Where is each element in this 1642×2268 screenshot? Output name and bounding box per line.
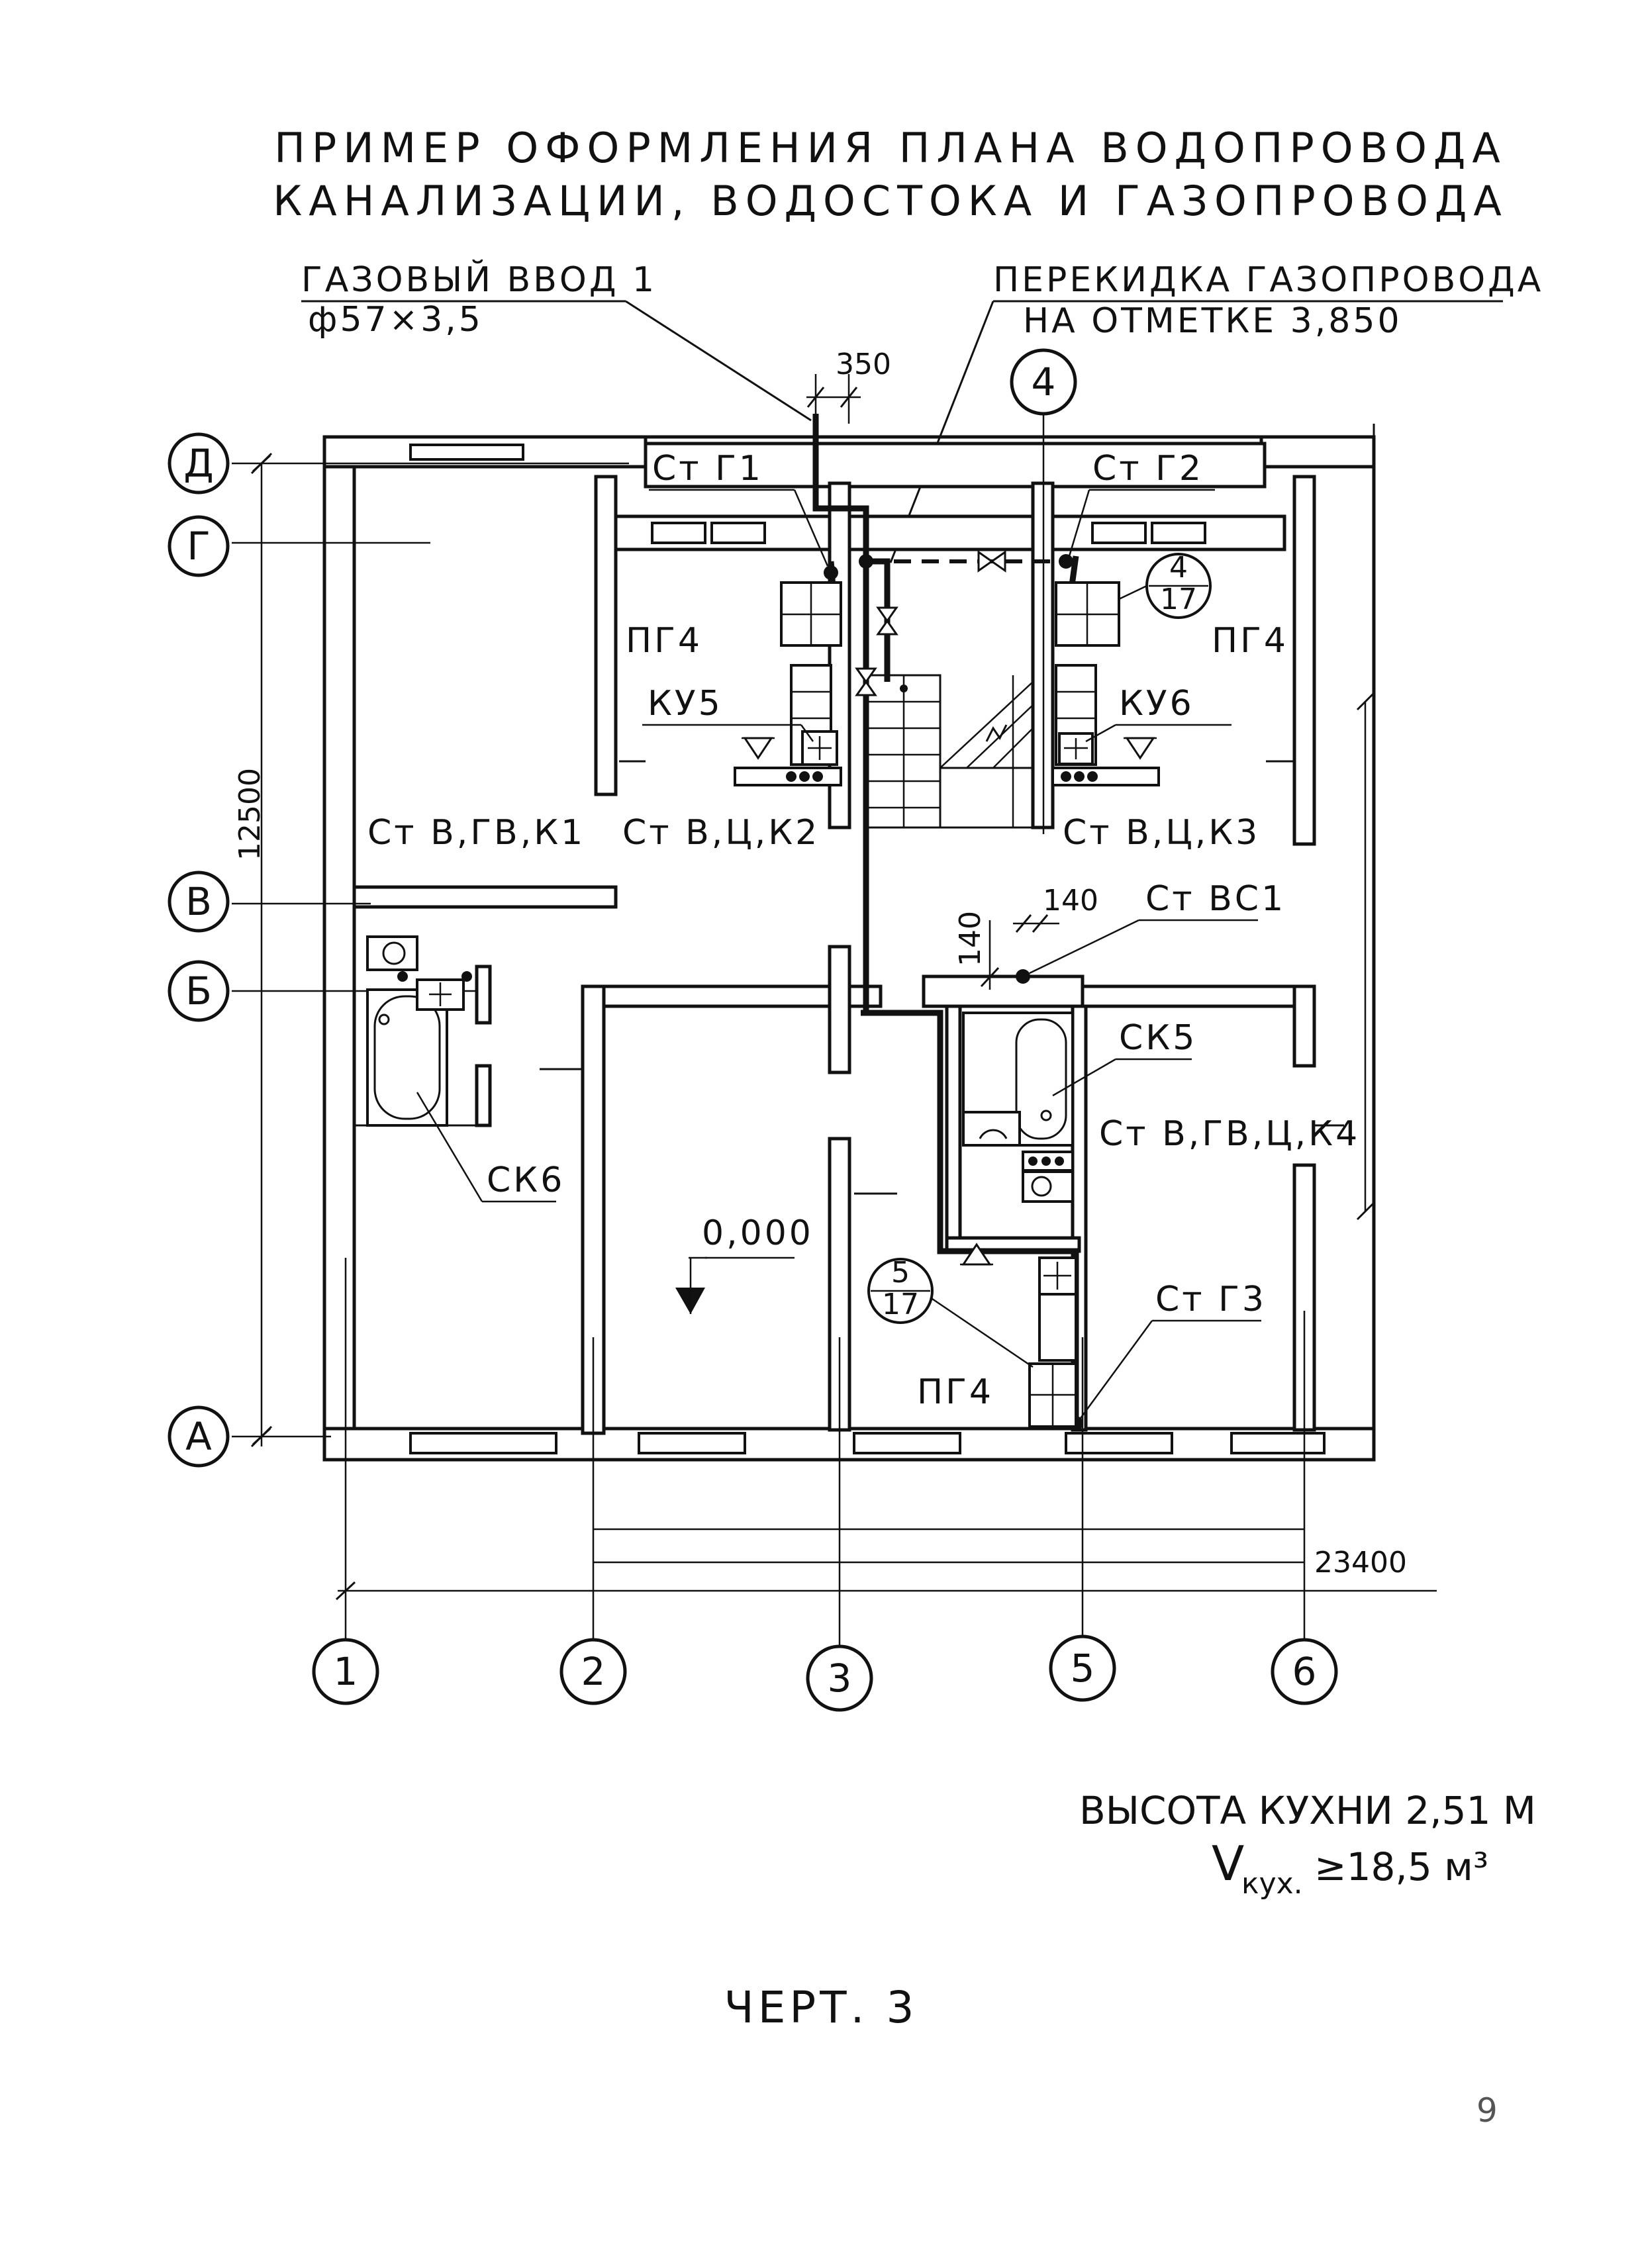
figure-caption: ЧЕРТ. 3: [724, 1982, 918, 2033]
plan-labels: Ст Г1 Ст Г2 ПГ4 4 17 ПГ4 КУ5 КУ6 Ст В,ГВ…: [367, 449, 1360, 1421]
axis-row-g: Г: [187, 524, 210, 569]
svg-text:НА ОТМЕТКЕ 3,850: НА ОТМЕТКЕ 3,850: [1023, 301, 1402, 341]
note-volume-symbol: V: [1212, 1836, 1244, 1891]
windows-bottom: [409, 1432, 1326, 1454]
label-level-0000: 0,000: [702, 1213, 814, 1253]
dim-140-horizontal: 140: [1043, 884, 1098, 918]
column-axis-bubbles: 1 2 3 4 5 6: [312, 348, 1338, 1712]
label-st-g2: Ст Г2: [1092, 449, 1204, 489]
kitchen-notes: ВЫСОТА КУХНИ 2,51 М V кух. ≥18,5 м³: [1079, 1788, 1536, 1901]
label-sk6: СК6: [487, 1160, 565, 1200]
row-axis-bubbles: Д Г В Б А: [168, 432, 230, 1468]
note-kitchen-height: ВЫСОТА КУХНИ 2,51 М: [1079, 1788, 1536, 1833]
label-st-v-gv-c-k4: Ст В,ГВ,Ц,К4: [1099, 1114, 1360, 1154]
axis-row-a: А: [185, 1414, 212, 1459]
label-st-g3: Ст Г3: [1155, 1280, 1267, 1319]
label-st-v-c-k3: Ст В,Ц,К3: [1063, 813, 1260, 853]
fixtures: [366, 581, 1160, 1428]
axis-row-v: В: [185, 879, 212, 924]
axis-col-6: 6: [1292, 1649, 1317, 1694]
gas-inlet-callout: ГАЗОВЫЙ ВВОД 1 ф57×3,5: [301, 260, 812, 422]
axis-grid: 12500 23400: [232, 414, 1437, 1648]
dimension-350: 350: [806, 348, 891, 424]
axis-col-5: 5: [1071, 1646, 1095, 1691]
svg-text:ПЕРЕКИДКА ГАЗОПРОВОДА: ПЕРЕКИДКА ГАЗОПРОВОДА: [993, 260, 1543, 300]
ref-5-17-bottom: 17: [882, 1288, 919, 1321]
svg-text:ГАЗОВЫЙ ВВОД 1: ГАЗОВЫЙ ВВОД 1: [301, 260, 657, 300]
dim-140-vertical: 140: [953, 911, 987, 967]
label-st-v-c-k2: Ст В,Ц,К2: [622, 813, 820, 853]
label-pg4-bottom: ПГ4: [917, 1372, 994, 1412]
page-number: 9: [1476, 2091, 1498, 2130]
note-volume-subscript: кух.: [1241, 1867, 1303, 1901]
label-pg4-left: ПГ4: [626, 621, 702, 661]
axis-row-b: Б: [185, 969, 212, 1014]
svg-text:ф57×3,5: ф57×3,5: [308, 300, 483, 340]
label-st-g1: Ст Г1: [652, 449, 763, 489]
valve-icon: [855, 667, 877, 696]
staircase: [866, 674, 1034, 829]
ref-5-17-top: 5: [891, 1256, 910, 1290]
axis-col-2: 2: [581, 1649, 606, 1694]
label-st-vs1: Ст ВС1: [1145, 879, 1286, 919]
dim-width-23400: 23400: [1314, 1546, 1407, 1580]
axis-col-1: 1: [334, 1649, 358, 1694]
label-st-v-gv-k1: Ст В,ГВ,К1: [367, 813, 585, 853]
label-sk5: СК5: [1119, 1018, 1197, 1058]
axis-col-3: 3: [828, 1656, 852, 1701]
valve-icon: [876, 606, 898, 636]
gas-crossover-callout: ПЕРЕКИДКА ГАЗОПРОВОДА НА ОТМЕТКЕ 3,850: [889, 260, 1543, 563]
ref-4-17-top: 4: [1169, 551, 1188, 585]
windows-top: [409, 444, 1206, 544]
dim-height-12500: 12500: [233, 768, 267, 861]
valve-icon: [977, 550, 1006, 573]
label-ku5: КУ5: [648, 684, 723, 724]
axis-col-4: 4: [1032, 359, 1056, 404]
title-line-2: КАНАЛИЗАЦИИ, ВОДОСТОКА И ГАЗОПРОВОДА: [273, 177, 1508, 225]
label-pg4-right: ПГ4: [1212, 621, 1288, 661]
svg-text:350: 350: [836, 348, 891, 381]
label-ku6: КУ6: [1119, 684, 1194, 724]
title-line-1: ПРИМЕР ОФОРМЛЕНИЯ ПЛАНА ВОДОПРОВОДА: [274, 124, 1507, 172]
axis-row-d: Д: [183, 441, 213, 486]
ref-4-17-bottom: 17: [1160, 583, 1197, 616]
note-volume-value: ≥18,5 м³: [1314, 1844, 1488, 1889]
